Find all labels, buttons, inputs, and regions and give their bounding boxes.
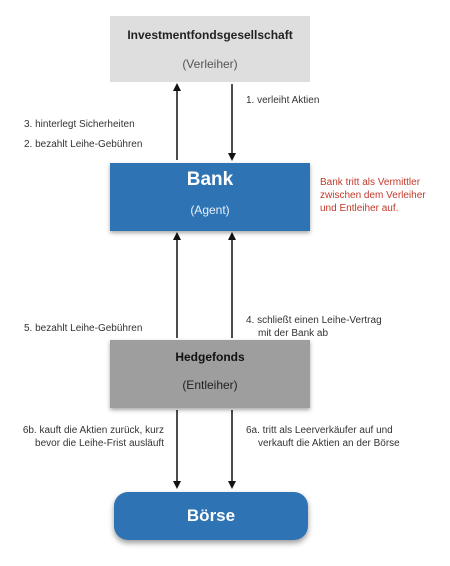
label-6a-line1: 6a. tritt als Leerverkäufer auf und [246,425,393,436]
label-3-collateral: 3. hinterlegt Sicherheiten [24,119,135,130]
bank-role: (Agent) [190,203,230,217]
bank-title: Bank [186,169,234,190]
node-bank: Bank (Agent) [110,163,310,231]
boerse-title: Börse [186,506,236,525]
node-boerse: Börse [114,492,308,540]
label-2-fees: 2. bezahlt Leihe-Gebühren [24,139,143,150]
fund-role: (Verleiher) [182,57,238,71]
label-6b-line2: bevor die Leihe-Frist ausläuft [35,438,164,449]
note-line1: Bank tritt als Vermittler [320,177,421,188]
note-line2: zwischen dem Verleiher [320,190,426,201]
node-fund: Investmentfondsgesellschaft (Verleiher) [110,16,310,82]
node-hedge: Hedgefonds (Entleiher) [110,340,310,408]
label-5-fees: 5. bezahlt Leihe-Gebühren [24,323,143,334]
label-1-lends-shares: 1. verleiht Aktien [246,95,320,106]
bank-role-note: Bank tritt als Vermittler zwischen dem V… [320,176,426,215]
hedge-title: Hedgefonds [175,350,245,364]
hedge-role: (Entleiher) [182,378,238,392]
label-4-line2: mit der Bank ab [258,328,329,339]
label-4-line1: 4. schließt einen Leihe-Vertrag [246,315,382,326]
fund-title: Investmentfondsgesellschaft [127,28,293,42]
label-6a-line2: verkauft die Aktien an der Börse [258,438,400,449]
label-4-contract: 4. schließt einen Leihe-Vertrag mit der … [246,314,382,340]
label-6a-short-sale: 6a. tritt als Leerverkäufer auf und verk… [246,424,400,450]
note-line3: und Entleiher auf. [320,203,399,214]
label-6b-line1: 6b. kauft die Aktien zurück, kurz [22,425,164,436]
label-6b-buyback: 6b. kauft die Aktien zurück, kurz bevor … [23,424,164,450]
